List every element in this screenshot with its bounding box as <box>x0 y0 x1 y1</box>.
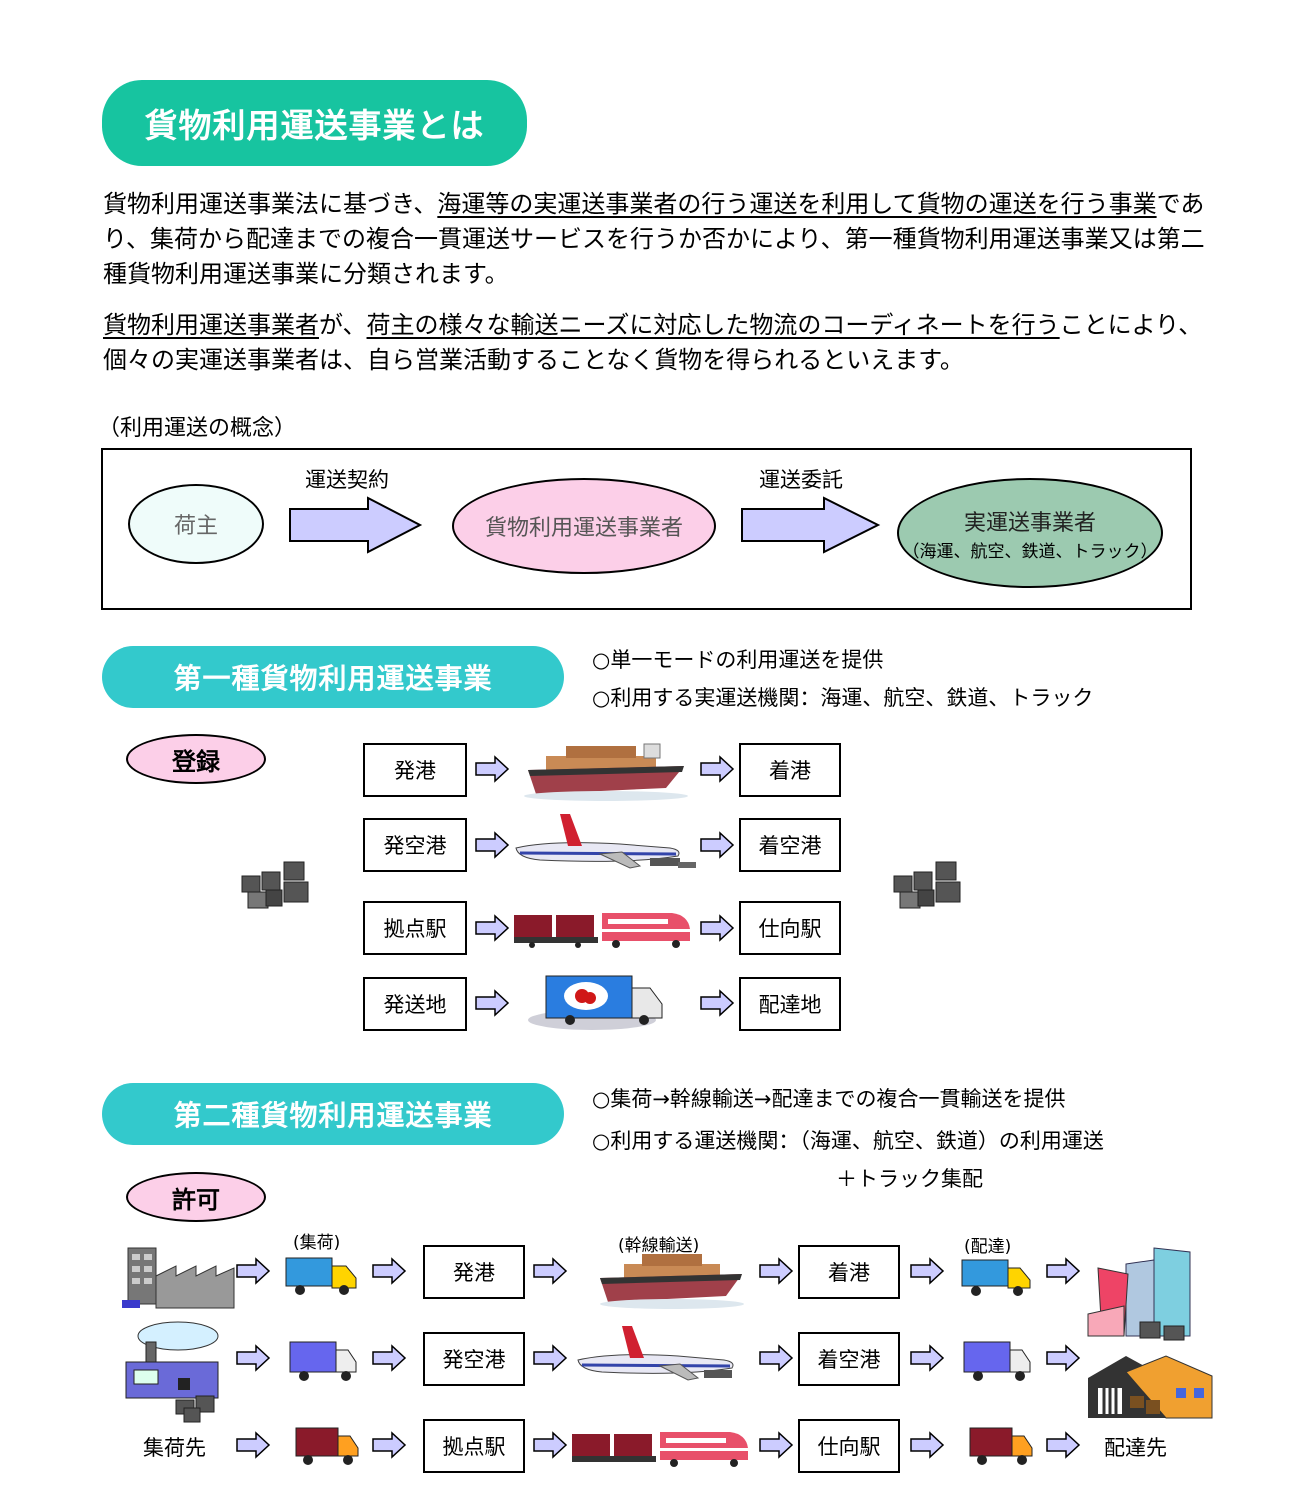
container-truck-icon <box>295 1427 359 1465</box>
type1-row-to: 仕向駅 <box>739 901 841 955</box>
type1-row-to: 配達地 <box>739 977 841 1031</box>
type2-row-to: 着港 <box>798 1245 900 1299</box>
cargo-boxes-icon <box>893 861 961 909</box>
arrow-icon <box>759 1257 794 1285</box>
type1-note-1: ○単一モードの利用運送を提供 <box>592 648 884 672</box>
arrow-icon <box>236 1344 271 1372</box>
airplane-icon <box>577 1326 734 1381</box>
truck-icon <box>528 975 663 1030</box>
contract-arrow-icon <box>289 496 423 554</box>
train-icon <box>514 913 690 948</box>
arrow-icon <box>475 989 510 1017</box>
type2-title: 第二種貨物利用運送事業 <box>102 1083 564 1145</box>
pickup-truck-icon <box>285 1257 357 1295</box>
container-truck-icon <box>969 1427 1033 1465</box>
page-title: 貨物利用運送事業とは <box>102 80 527 166</box>
type2-badge: 許可 <box>126 1172 266 1222</box>
arrow-icon <box>700 755 735 783</box>
type1-row-to: 着空港 <box>739 818 841 872</box>
arrow-icon <box>910 1344 945 1372</box>
origin-label: 集荷先 <box>143 1436 206 1460</box>
arrow-icon <box>372 1344 407 1372</box>
arrow-icon <box>475 831 510 859</box>
power-plant-icon <box>125 1321 219 1423</box>
arrow-icon <box>910 1257 945 1285</box>
label-trunk: (幹線輸送) <box>618 1236 700 1256</box>
arrow-icon <box>475 755 510 783</box>
ship-icon <box>600 1254 744 1309</box>
type2-note-1: ○集荷→幹線輸送→配達までの複合一貫輸送を提供 <box>592 1087 1066 1111</box>
type1-row-from: 発港 <box>363 743 467 797</box>
arrow-icon <box>1046 1257 1081 1285</box>
carrier-ellipse: 実運送事業者 （海運、航空、鉄道、トラック） <box>897 478 1163 588</box>
cargo-boxes-icon <box>241 861 309 909</box>
shipper-ellipse: 荷主 <box>128 484 264 564</box>
arrow-icon <box>700 831 735 859</box>
warehouse-icon <box>1088 1355 1213 1419</box>
type2-row-from: 拠点駅 <box>423 1419 525 1473</box>
intro-paragraph-1: 貨物利用運送事業法に基づき、海運等の実運送事業者の行う運送を利用して貨物の運送を… <box>103 190 1205 288</box>
consign-arrow-icon <box>741 496 881 554</box>
type2-row-from: 発空港 <box>423 1332 525 1386</box>
consign-label: 運送委託 <box>759 468 843 492</box>
type1-row-from: 拠点駅 <box>363 901 467 955</box>
type1-badge: 登録 <box>126 734 266 784</box>
contract-label: 運送契約 <box>305 468 389 492</box>
type1-row-from: 発空港 <box>363 818 467 872</box>
label-collect: (集荷) <box>293 1233 341 1253</box>
arrow-icon <box>372 1431 407 1459</box>
arrow-icon <box>475 914 510 942</box>
arrow-icon <box>759 1431 794 1459</box>
factory-building-icon <box>122 1247 235 1309</box>
type1-note-2: ○利用する実運送機関：海運、航空、鉄道、トラック <box>592 686 1094 710</box>
intro-paragraph-2: 貨物利用運送事業者が、荷主の様々な輸送ニーズに対応した物流のコーディネートを行う… <box>103 311 1203 374</box>
label-deliver: (配達) <box>964 1237 1012 1257</box>
type2-row-to: 着空港 <box>798 1332 900 1386</box>
type1-row-to: 着港 <box>739 743 841 797</box>
van-icon <box>289 1341 357 1381</box>
operator-ellipse: 貨物利用運送事業者 <box>452 478 716 574</box>
delivery-truck-icon <box>961 1259 1031 1296</box>
arrow-icon <box>533 1344 568 1372</box>
airplane-icon <box>515 814 696 869</box>
type2-row-to: 仕向駅 <box>798 1419 900 1473</box>
type1-row-from: 発送地 <box>363 977 467 1031</box>
van-icon <box>963 1341 1031 1381</box>
arrow-icon <box>533 1257 568 1285</box>
train-icon <box>572 1432 748 1467</box>
type2-note-3: ＋トラック集配 <box>836 1167 983 1191</box>
concept-frame <box>101 448 1192 610</box>
type1-title: 第一種貨物利用運送事業 <box>102 646 564 708</box>
type2-note-2: ○利用する運送機関：（海運、航空、鉄道）の利用運送 <box>592 1129 1104 1153</box>
arrow-icon <box>372 1257 407 1285</box>
concept-caption: （利用運送の概念） <box>98 416 297 441</box>
arrow-icon <box>910 1431 945 1459</box>
arrow-icon <box>1046 1431 1081 1459</box>
arrow-icon <box>1046 1344 1081 1372</box>
arrow-icon <box>700 914 735 942</box>
destination-label: 配達先 <box>1104 1436 1167 1460</box>
city-buildings-icon <box>1087 1247 1191 1341</box>
arrow-icon <box>700 989 735 1017</box>
ship-icon <box>524 743 688 801</box>
type2-row-from: 発港 <box>423 1245 525 1299</box>
arrow-icon <box>236 1257 271 1285</box>
arrow-icon <box>759 1344 794 1372</box>
arrow-icon <box>533 1431 568 1459</box>
arrow-icon <box>236 1431 271 1459</box>
